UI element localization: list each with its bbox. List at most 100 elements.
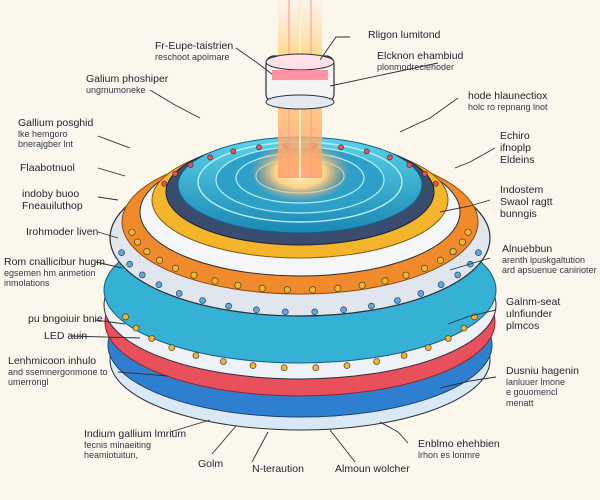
label-indostem: Indostem Swaol ragtt bunngis [500, 184, 553, 220]
bead [132, 324, 140, 332]
label-line: ulnfiunder [506, 308, 553, 321]
bead [230, 148, 237, 155]
label-elcknon-ehambiud: Elcknon ehambiud plonmodrecienoder [377, 50, 463, 72]
label-alnuebbun: Alnuebbun arenth lpuskgaltution ard apsu… [502, 243, 597, 276]
bead [394, 297, 401, 304]
label-flaabotnuol: Flaabotnuol [20, 162, 75, 174]
bead [309, 286, 317, 294]
label-line: Fneauiluthop [22, 200, 83, 213]
bead [258, 284, 266, 292]
beads [118, 142, 482, 372]
label-line: pu bngoiuir bnie [28, 313, 103, 325]
label-line: Almoun wolcher [335, 463, 410, 475]
bead [334, 284, 342, 292]
label-echiro: Echiro ifnoplp Eldeins [500, 130, 534, 166]
bead [171, 264, 179, 272]
bead [432, 180, 439, 187]
label-line: LED auin [44, 330, 88, 342]
label-line: Golm [198, 458, 224, 470]
label-line: Eldeins [500, 154, 535, 167]
bead [406, 161, 413, 168]
bead [444, 335, 452, 342]
bead [402, 271, 410, 279]
bead [190, 271, 198, 279]
bead [253, 306, 260, 314]
label-line: Lenhmicoon inhulo [8, 355, 97, 367]
label-line: N-teraution [252, 463, 304, 475]
label-line: Gallium posghid [18, 117, 94, 129]
label-line: bunngis [500, 208, 537, 221]
label-line: indoby buoo [22, 188, 80, 200]
label-enblmo-ehehbien: Enblmo ehehbien lrhon es lonmre [418, 438, 500, 460]
label-led-auin: LED auin [44, 330, 87, 342]
bead [358, 281, 366, 289]
bead [156, 256, 164, 264]
bead [381, 277, 389, 285]
label-golm: Golm [198, 458, 223, 470]
label-line: e gouomencl [506, 387, 558, 398]
label-line: menatt [506, 397, 534, 408]
label-irohmoder-liven: Irohmoder liven [26, 226, 98, 238]
label-line: Elcknon ehambiud [377, 50, 464, 62]
label-fr-eupe-taistrien: Fr-Eupe-taistrien reschoot apoimare [155, 40, 233, 62]
label-almoun-wolcher: Almoun wolcher [335, 463, 410, 475]
label-dusniu-hagenin: Dusniu hagenin lanluuer lmone e gouomenc… [506, 365, 579, 408]
label-hode-hlaunectiox: hode hlaunectiox holc ro repnang lnot [468, 90, 548, 112]
label-line: Galnm-seat [506, 296, 561, 308]
bead [475, 249, 482, 256]
bead [417, 290, 425, 297]
label-line: Fr-Eupe-taistrien [155, 40, 234, 52]
label-line: inmolations [4, 278, 50, 289]
emitter-cap [265, 53, 335, 110]
label-line: bnerajgber lnt [18, 139, 74, 150]
label-line: Echiro [500, 130, 530, 142]
bead [126, 260, 133, 268]
label-line: Dusniu hagenin [506, 365, 579, 377]
label-line: ifnoplp [500, 142, 531, 155]
label-line: umerrongl [8, 377, 49, 388]
label-line: hode hlaunectiox [468, 90, 548, 102]
label-galnm-seat: Galnm-seat ulnfiunder plmcos [506, 296, 560, 332]
bead [220, 358, 227, 365]
bead [234, 281, 242, 289]
bead [168, 344, 176, 352]
bead [449, 248, 457, 256]
bead [436, 256, 444, 264]
label-line: ard apsuenue canirioter [502, 265, 597, 276]
bead [340, 306, 347, 314]
bead [161, 180, 168, 187]
leader-lines [69, 36, 497, 463]
bead [175, 290, 183, 297]
bead [386, 154, 393, 161]
label-line: plmcos [506, 320, 540, 333]
label-line: and ssemnergonmone to [8, 367, 108, 378]
label-line: Alnuebbun [502, 243, 553, 255]
bead [122, 313, 129, 321]
label-pu-bngoiuir-bnie: pu bngoiuir bnie [28, 313, 103, 325]
label-line: Flaabotnuol [20, 162, 75, 174]
bead [400, 352, 408, 359]
bead [118, 249, 125, 256]
label-line: lanluuer lmone [506, 377, 566, 388]
bead [421, 264, 429, 272]
bead [155, 281, 163, 289]
label-line: egsemen hm anmetion [4, 268, 96, 279]
bead [281, 308, 289, 316]
bead [211, 277, 219, 285]
label-n-teraution: N-teraution [252, 463, 304, 475]
bead [312, 364, 320, 372]
bead [311, 308, 319, 316]
bead [134, 238, 142, 246]
bead [464, 228, 472, 236]
label-line: fecnis minaeiting [84, 440, 152, 451]
bead [225, 302, 232, 310]
bead [199, 297, 206, 304]
label-line: Irohmoder liven [26, 226, 99, 238]
label-line: ungmumoneke [86, 85, 146, 96]
bead [368, 302, 375, 310]
label-line: arenth lpuskgaltution [502, 255, 586, 266]
bead [437, 281, 445, 289]
bead [249, 362, 257, 369]
bead [343, 362, 351, 369]
